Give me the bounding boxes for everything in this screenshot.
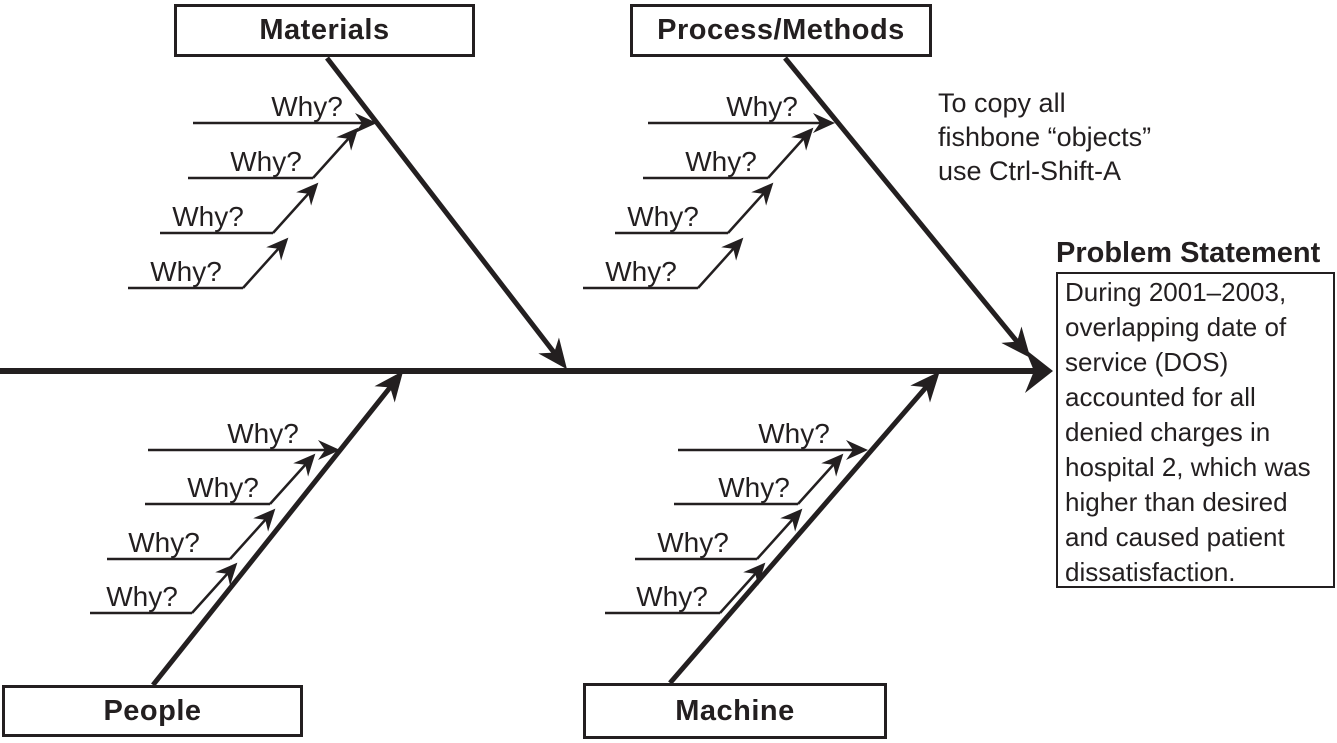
copy-note-line: use Ctrl-Shift-A xyxy=(938,156,1122,186)
why-label: Why? xyxy=(636,581,708,612)
why-connector-arrow xyxy=(797,453,844,505)
why-label: Why? xyxy=(106,581,178,612)
copy-note: To copy all fishbone “objects” use Ctrl-… xyxy=(938,86,1198,188)
why-connector-arrow xyxy=(727,182,774,234)
machine-bone-line xyxy=(668,371,940,685)
why-label: Why? xyxy=(627,201,699,232)
materials-why-stack: Why? Why? Why? Why? xyxy=(128,91,377,290)
why-label: Why? xyxy=(187,472,259,503)
why-label: Why? xyxy=(726,91,798,122)
why-connector-arrow xyxy=(191,562,238,614)
why-label: Why? xyxy=(172,201,244,232)
why-connector-arrow xyxy=(242,237,289,289)
copy-note-line: fishbone “objects” xyxy=(938,122,1152,152)
why-connector-arrow xyxy=(697,237,744,289)
why-label: Why? xyxy=(758,418,830,449)
category-box-materials: Materials xyxy=(174,4,475,57)
copy-note-line: To copy all xyxy=(938,88,1066,118)
machine-why-stack: Why? Why? Why? Why? xyxy=(605,418,868,615)
why-connector-arrow xyxy=(719,562,766,614)
why-label: Why? xyxy=(128,527,200,558)
why-label: Why? xyxy=(605,256,677,287)
process-methods-bone-line xyxy=(783,56,1031,358)
category-label: Machine xyxy=(675,694,795,727)
people-bone-line xyxy=(151,370,404,687)
category-box-people: People xyxy=(2,685,303,737)
problem-statement-title: Problem Statement xyxy=(1056,237,1321,269)
why-label: Why? xyxy=(227,418,299,449)
category-box-process-methods: Process/Methods xyxy=(630,4,932,57)
why-label: Why? xyxy=(657,527,729,558)
why-label: Why? xyxy=(685,146,757,177)
why-connector-arrow xyxy=(767,127,814,179)
why-label: Why? xyxy=(271,91,343,122)
why-connector-arrow xyxy=(229,508,276,560)
process-methods-why-stack: Why? Why? Why? Why? xyxy=(583,91,835,290)
category-label: People xyxy=(103,694,202,727)
category-label: Process/Methods xyxy=(657,14,905,46)
materials-bone-line xyxy=(325,56,567,370)
why-label: Why? xyxy=(718,472,790,503)
why-connector-arrow xyxy=(272,182,319,234)
category-label: Materials xyxy=(259,14,390,46)
why-connector-arrow xyxy=(756,508,803,560)
people-why-stack: Why? Why? Why? Why? xyxy=(90,418,340,615)
category-box-machine: Machine xyxy=(583,683,887,739)
problem-statement-text: During 2001–2003, overlapping date of se… xyxy=(1065,277,1311,587)
why-label: Why? xyxy=(150,256,222,287)
why-connector-arrow xyxy=(269,453,316,505)
why-connector-arrow xyxy=(312,127,359,179)
why-label: Why? xyxy=(230,146,302,177)
problem-statement-box: During 2001–2003, overlapping date of se… xyxy=(1056,272,1335,588)
